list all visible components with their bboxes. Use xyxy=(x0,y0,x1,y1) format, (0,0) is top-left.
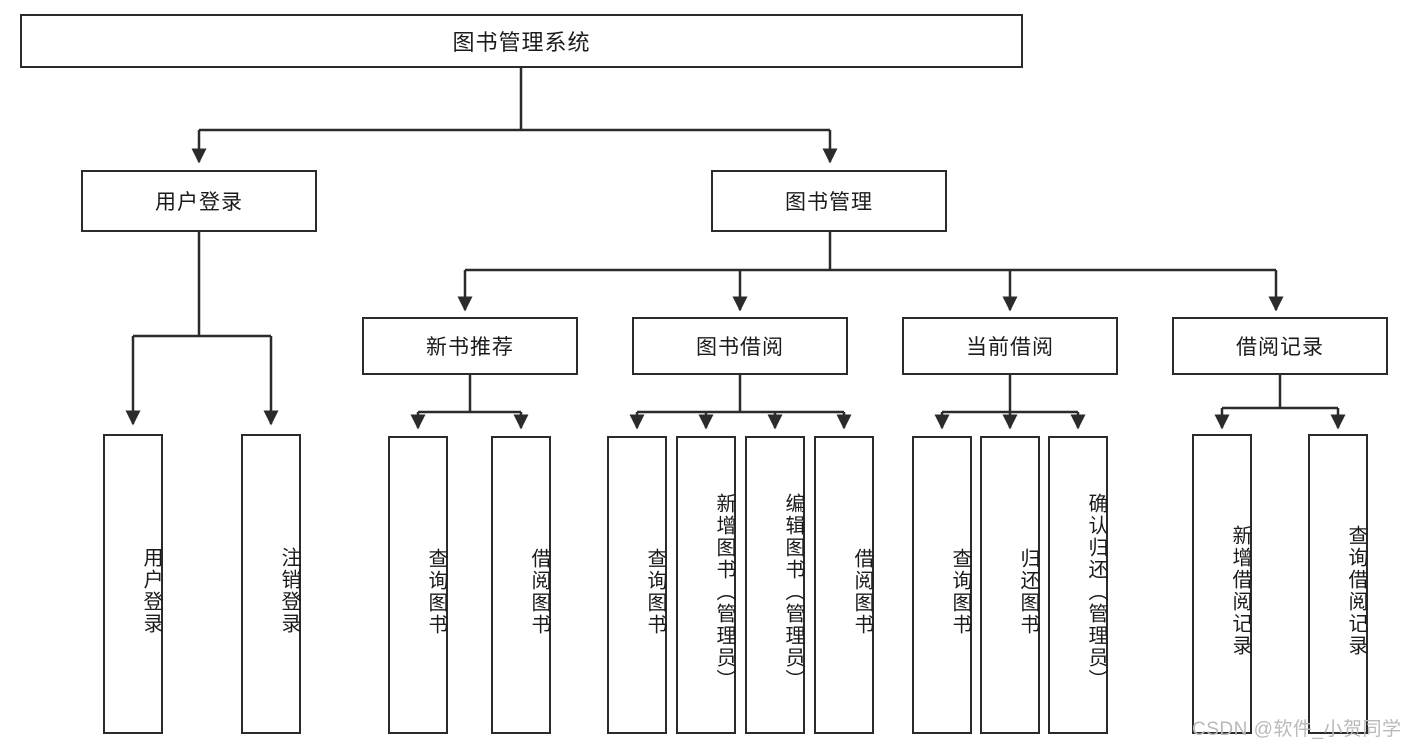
node-root-label: 图书管理系统 xyxy=(452,30,591,55)
node-leaf-user-login-label: 用户登录 xyxy=(140,547,162,635)
node-leaf-query-book-borrow[interactable]: 查询图书 xyxy=(607,436,667,734)
node-current-borrow[interactable]: 当前借阅 xyxy=(902,317,1118,375)
node-root[interactable]: 图书管理系统 xyxy=(20,14,1023,68)
node-leaf-logout[interactable]: 注销登录 xyxy=(241,434,301,734)
node-leaf-borrow-book-newbook[interactable]: 借阅图书 xyxy=(491,436,551,734)
node-leaf-query-borrow-record-label: 查询借阅记录 xyxy=(1345,525,1367,657)
node-borrow-records-label: 借阅记录 xyxy=(1236,336,1324,359)
node-book-management[interactable]: 图书管理 xyxy=(711,170,947,232)
node-current-borrow-label: 当前借阅 xyxy=(966,336,1054,359)
node-leaf-add-borrow-record-label: 新增借阅记录 xyxy=(1229,525,1251,657)
node-leaf-confirm-return-admin[interactable]: 确认归还（管理员） xyxy=(1048,436,1108,734)
node-leaf-borrow-book-label: 借阅图书 xyxy=(851,548,873,636)
node-leaf-edit-book-admin[interactable]: 编辑图书（管理员） xyxy=(745,436,805,734)
node-new-book-recommend-label: 新书推荐 xyxy=(426,336,514,359)
node-leaf-borrow-book-newbook-label: 借阅图书 xyxy=(528,548,550,636)
node-leaf-user-login[interactable]: 用户登录 xyxy=(103,434,163,734)
node-leaf-query-book-current-label: 查询图书 xyxy=(949,548,971,636)
node-leaf-borrow-book[interactable]: 借阅图书 xyxy=(814,436,874,734)
node-leaf-query-book-current[interactable]: 查询图书 xyxy=(912,436,972,734)
node-leaf-add-book-admin[interactable]: 新增图书（管理员） xyxy=(676,436,736,734)
node-user-login-label: 用户登录 xyxy=(155,191,243,214)
node-new-book-recommend[interactable]: 新书推荐 xyxy=(362,317,578,375)
node-leaf-query-book-newbook[interactable]: 查询图书 xyxy=(388,436,448,734)
node-user-login[interactable]: 用户登录 xyxy=(81,170,317,232)
node-leaf-logout-label: 注销登录 xyxy=(278,547,300,635)
node-borrow-records[interactable]: 借阅记录 xyxy=(1172,317,1388,375)
node-leaf-query-book-newbook-label: 查询图书 xyxy=(425,548,447,636)
node-book-borrow-label: 图书借阅 xyxy=(696,336,784,359)
node-leaf-edit-book-admin-label: 编辑图书（管理员） xyxy=(782,493,804,691)
node-leaf-return-book[interactable]: 归还图书 xyxy=(980,436,1040,734)
node-book-borrow[interactable]: 图书借阅 xyxy=(632,317,848,375)
node-leaf-add-borrow-record[interactable]: 新增借阅记录 xyxy=(1192,434,1252,734)
node-book-management-label: 图书管理 xyxy=(785,191,873,214)
watermark-text: CSDN @软件_小贺同学 xyxy=(1192,719,1402,740)
node-leaf-return-book-label: 归还图书 xyxy=(1017,548,1039,636)
node-leaf-add-book-admin-label: 新增图书（管理员） xyxy=(713,493,735,691)
node-leaf-query-borrow-record[interactable]: 查询借阅记录 xyxy=(1308,434,1368,734)
node-leaf-query-book-borrow-label: 查询图书 xyxy=(644,548,666,636)
node-leaf-confirm-return-admin-label: 确认归还（管理员） xyxy=(1085,493,1107,691)
